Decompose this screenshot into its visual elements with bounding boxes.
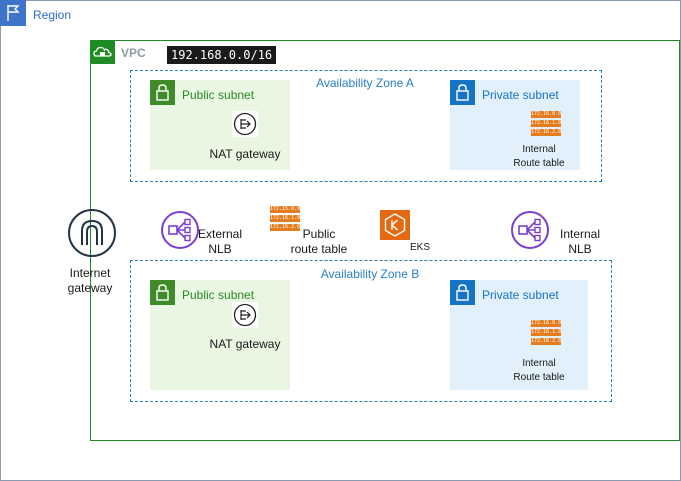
route-row: 172.16.2.0 [531,129,561,136]
availability-zone-b [130,260,612,402]
region-label: Region [33,8,72,22]
internal-nlb-label: Internal NLB [559,227,601,256]
internet-gateway-icon [66,207,118,259]
eks-icon [380,210,410,240]
flag-icon [0,0,26,26]
internal-route-table-a-label: Internal Route table [513,144,565,169]
vpc-cidr: 192.168.0.0/16 [167,46,277,64]
nat-gateway-b-label: NAT gateway [209,337,281,351]
public-subnet-a-label: Public subnet [182,88,255,102]
route-table-icon: 172.16.0.0 172.16.1.0 172.16.2.0 [531,320,561,345]
lock-icon [450,80,475,105]
route-row: 172.16.1.0 [531,329,561,336]
route-row: 172.15.0.0 [270,206,300,213]
internet-gateway-label: Internet gateway [67,266,113,295]
availability-zone-a [130,70,602,182]
nat-gateway-icon [232,111,258,137]
eks-label: EKS [409,242,430,253]
external-nlb-label: External NLB [197,227,243,256]
route-row: 172.16.0.0 [531,320,561,327]
lock-icon [150,80,175,105]
nat-gateway-icon [232,302,258,328]
internal-route-table-b-label: Internal Route table [513,358,565,383]
private-subnet-b-label: Private subnet [482,288,559,302]
lock-icon [150,280,175,305]
vpc-boundary [90,40,680,441]
public-subnet-b-label: Public subnet [182,288,255,302]
route-row: 172.16.0.0 [531,111,561,118]
cloud-lock-icon [90,40,115,64]
private-subnet-a-label: Private subnet [482,88,559,102]
route-table-icon: 172.15.0.0 172.16.1.0 172.16.2.0 [270,206,300,231]
route-row: 172.16.2.0 [531,338,561,345]
route-table-icon: 172.16.0.0 172.16.1.0 172.16.2.0 [531,111,561,136]
nat-gateway-a-label: NAT gateway [209,147,281,161]
lock-icon [450,280,475,305]
route-row: 172.16.1.0 [531,120,561,127]
route-row: 172.16.1.0 [270,215,300,222]
load-balancer-icon [160,210,200,250]
route-row: 172.16.2.0 [270,224,300,231]
availability-zone-b-label: Availability Zone B [320,267,420,281]
availability-zone-a-label: Availability Zone A [316,76,414,90]
public-route-table-label: Public route table [290,227,348,256]
vpc-label: VPC [121,46,146,60]
load-balancer-icon [510,210,550,250]
